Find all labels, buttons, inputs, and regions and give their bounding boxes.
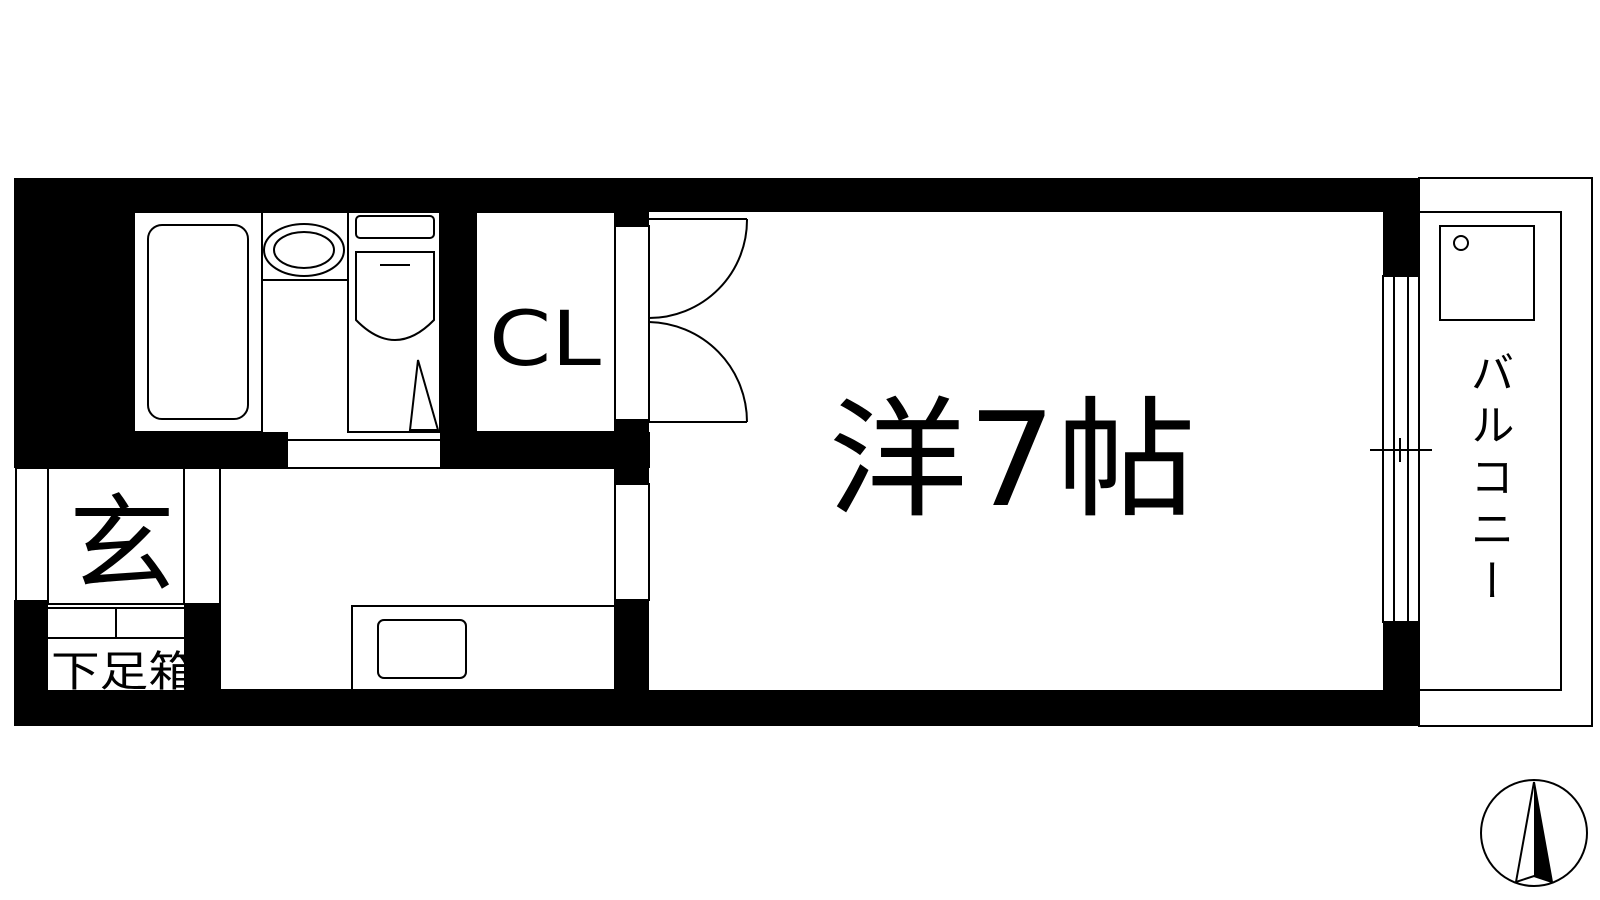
thin-partitions <box>15 225 1432 623</box>
entrance: 玄 下足箱 <box>48 484 197 696</box>
western-room-label: 洋7帖 <box>828 384 1196 536</box>
shoe-cabinet-label: 下足箱 <box>51 647 197 696</box>
washbasin-icon <box>261 211 349 281</box>
balcony: バルコニー <box>1418 177 1593 727</box>
north-arrow-icon <box>1480 779 1588 887</box>
toilet-icon <box>347 211 441 433</box>
balcony-label: バルコニー <box>1463 350 1514 610</box>
closet-label: CL <box>489 294 601 383</box>
closet: CL <box>475 211 616 433</box>
double-door-icon <box>648 218 749 423</box>
western-room: 洋7帖 <box>828 384 1196 536</box>
kitchen-counter <box>219 467 616 691</box>
ac-outdoor-unit-icon <box>1439 225 1535 321</box>
entrance-label: 玄 <box>69 484 175 607</box>
interior-walls <box>134 212 650 690</box>
exterior-walls <box>14 178 1419 726</box>
bathtub-icon <box>133 211 263 433</box>
